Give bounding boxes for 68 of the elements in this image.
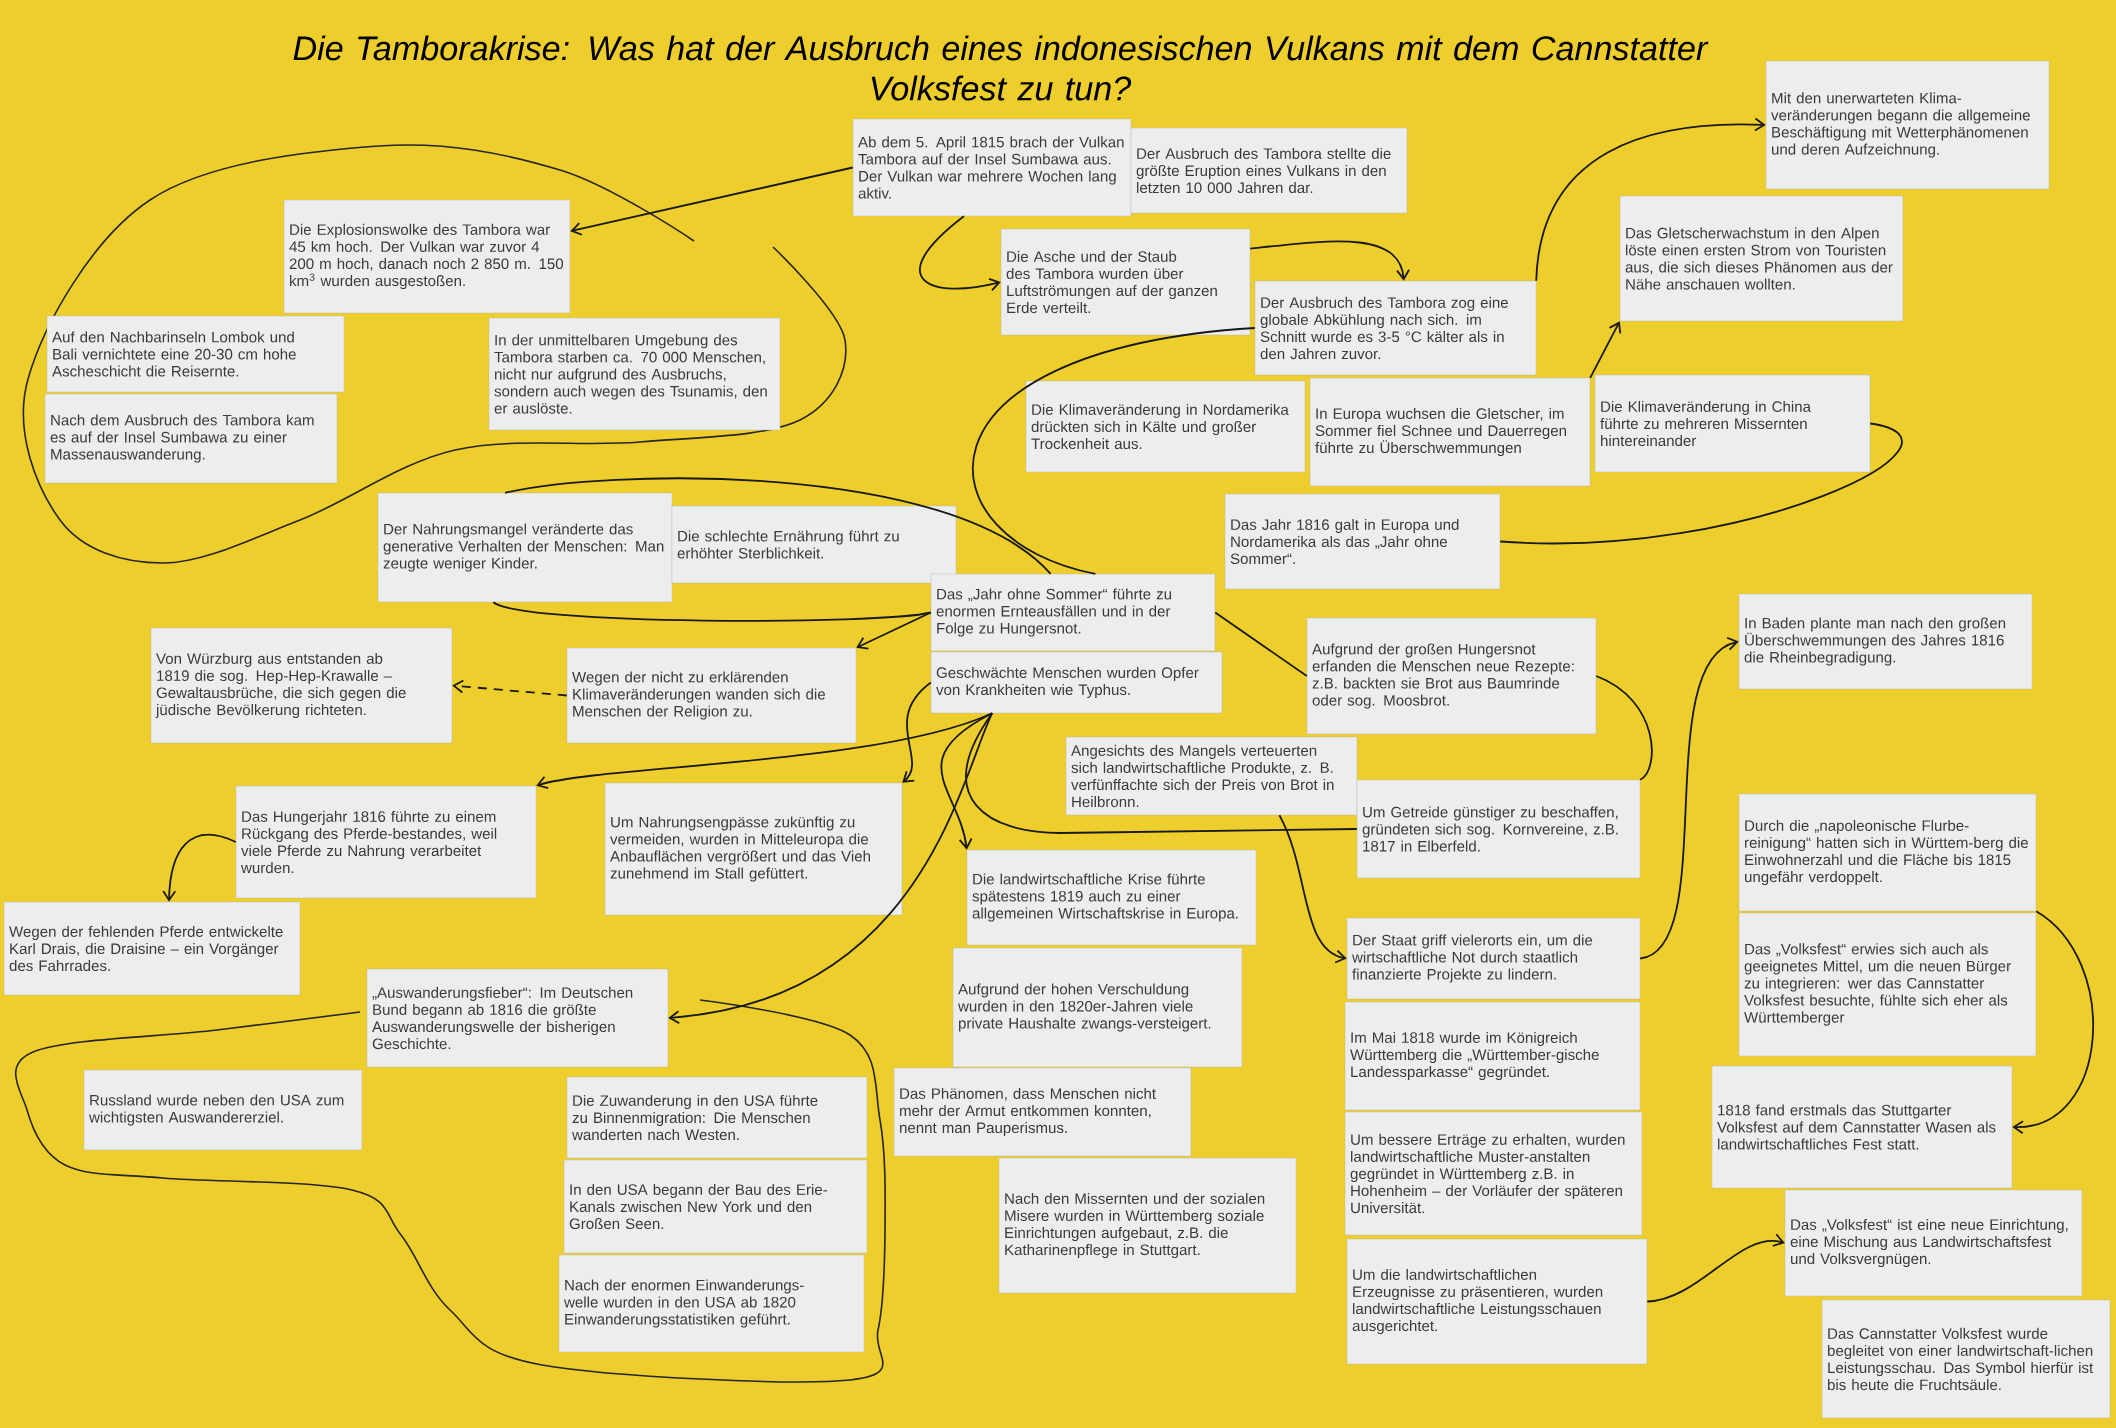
text-card: Aufgrund der großen Hungersnot erfanden die Menschen neue Rezepte: z.B. backten sie Brot aus Baumrinde oder sog. Moosbrot. (1306, 617, 1597, 735)
connector-line (965, 712, 1358, 834)
text-card: Mit den unerwarteten Klima-veränderungen begann die allgemeine Beschäftigung mit Wetterphänomenen und deren Aufzeichnung. (1765, 60, 2050, 190)
arrow (162, 833, 237, 902)
text-card: Nach den Missernten und der sozialen Misere wurden in Württemberg soziale Einrichtungen aufgebaut, z.B. die Katharinenpflege in Stuttgart. (998, 1157, 1297, 1294)
text-card: Das Gletscherwachstum in den Alpen löste einen ersten Strom von Touristen aus, die sich dieses Phänomen aus der Nähe anschauen wollten. (1619, 195, 1904, 322)
text-card: In den USA begann der Bau des Erie-Kanals zwischen New York und den Großen Seen. (563, 1159, 868, 1254)
connector-line (492, 601, 932, 622)
text-card: Um bessere Erträge zu erhalten, wurden landwirtschaftliche Muster-anstalten gegründet in Württemberg z.B. in Hohenheim – der Vorläufer der späteren Universität. (1344, 1111, 1643, 1236)
text-card: „Auswanderungsfieber“: Im Deutschen Bund begann ab 1816 die größte Auswanderungswelle der bisherigen Geschichte. (366, 968, 669, 1068)
arrow (1589, 321, 1622, 379)
arrow (668, 712, 994, 1025)
text-card: Die Klimaveränderung in China führte zu mehreren Missernten hintereinander (1594, 374, 1871, 473)
text-card: Die Asche und der Staub des Tambora wurden über Luftströmungen auf der ganzen Erde verteilt. (1000, 228, 1251, 336)
text-card: Der Ausbruch des Tambora zog eine globale Abkühlung nach sich. im Schnitt wurde es 3-5 °C kälter als in den Jahren zuvor. (1254, 280, 1537, 376)
arrow (856, 611, 932, 650)
text-card: Die Explosionswolke des Tambora war 45 km hoch. Der Vulkan war zuvor 4 200 m hoch, danach noch 2 850 m. 150 km$^{3}$ wurden ausgestoßen. (283, 199, 571, 314)
text-card: Nach dem Ausbruch des Tambora kam es auf der Insel Sumbawa zu einer Massenauswanderung. (44, 393, 338, 484)
text-card: In Baden plante man nach den großen Überschwemmungen des Jahres 1816 die Rheinbegradigung. (1738, 593, 2033, 690)
text-card: Durch die „napoleonische Flurbe-reinigung“ hatten sich in Württem-berg die Einwohnerzahl und die Fläche bis 1815 ungefähr verdoppelt. (1738, 793, 2037, 912)
text-card: Wegen der nicht zu erklärenden Klimaveränderungen wanden sich die Menschen der Religion zu. (566, 647, 857, 744)
connector-line (504, 477, 1052, 575)
arrow (1646, 1233, 1785, 1303)
text-card: Die landwirtschaftliche Krise führte spätestens 1819 auch zu einer allgemeinen Wirtschaftskrise in Europa. (966, 849, 1257, 946)
text-card: In der unmittelbaren Umgebung des Tambora starben ca. 70 000 Menschen, nicht nur aufgrund des Ausbruchs, sondern auch wegen des Tsunamis, den er auslöste. (488, 317, 781, 431)
text-card: Geschwächte Menschen wurden Opfer von Krankheiten wie Typhus. (930, 651, 1223, 714)
text-card: 1818 fand erstmals das Stuttgarter Volksfest auf dem Cannstatter Wasen als landwirtschaftliches Fest statt. (1711, 1065, 2013, 1189)
connector-line (1214, 611, 1308, 677)
text-card: Das „Jahr ohne Sommer“ führte zu enormen Ernteausfällen und in der Folge zu Hungersnot. (930, 573, 1216, 652)
arrow (1639, 636, 1739, 960)
text-card: Nach der enormen Einwanderungs-welle wurden in den USA ab 1820 Einwanderungsstatistiken geführt. (558, 1254, 865, 1353)
text-card: Das „Volksfest“ erwies sich auch als geeignetes Mittel, um die neuen Bürger zu integrieren: wer das Cannstatter Volksfest besuchte, fühlte sich eher als Württemberger (1738, 912, 2037, 1057)
text-card: Der Ausbruch des Tambora stellte die größte Eruption eines Vulkans in den letzten 10 000 Jahren dar. (1130, 127, 1408, 214)
text-card: Das „Volksfest“ ist eine neue Einrichtung, eine Mischung aus Landwirtschaftsfest und Volksvergnügen. (1784, 1189, 2083, 1297)
text-card: Im Mai 1818 wurde im Königreich Württemberg die „Württember-gische Landessparkasse“ gegründet. (1344, 1001, 1641, 1111)
text-card: Wegen der fehlenden Pferde entwickelte Karl Drais, die Draisine – ein Vorgänger des Fahrrades. (3, 901, 301, 996)
connector-line (1595, 675, 1653, 781)
text-card: Das Hungerjahr 1816 führte zu einem Rückgang des Pferde-bestandes, weil viele Pferde zu Nahrung verarbeitet wurden. (235, 785, 537, 899)
connector-line (972, 327, 1256, 575)
text-card: Um Getreide günstiger zu beschaffen, gründeten sich sog. Kornvereine, z.B. 1817 in Elberfeld. (1356, 779, 1641, 879)
text-card: Der Nahrungsmangel veränderte das generative Verhalten der Menschen: Man zeugte weniger Kinder. (377, 492, 673, 603)
connector-line (1499, 422, 1903, 545)
arrow (1535, 117, 1766, 282)
arrow (2012, 910, 2094, 1135)
text-card: Die Zuwanderung in den USA führte zu Binnenmigration: Die Menschen wanderten nach Westen. (566, 1076, 868, 1159)
arrow (919, 215, 1001, 292)
arrow (1278, 814, 1347, 964)
text-card: Das Jahr 1816 galt in Europa und Nordamerika als das „Jahr ohne Sommer“. (1224, 493, 1501, 590)
text-card: Um die landwirtschaftlichen Erzeugnisse zu präsentieren, wurden landwirtschaftliche Leistungsschauen ausgerichtet. (1346, 1238, 1648, 1365)
arrow (536, 712, 994, 790)
text-card: Ab dem 5. April 1815 brach der Vulkan Tambora auf der Insel Sumbawa aus. Der Vulkan war mehrere Wochen lang aktiv. (852, 118, 1132, 217)
text-card: Das Cannstatter Volksfest wurde begleitet von einer landwirtschaft-lichen Leistungsschau. Das Symbol hierfür ist bis heute die Fruchtsäule. (1821, 1299, 2111, 1419)
text-card: Die Klimaveränderung in Nordamerika drückten sich in Kälte und großer Trockenheit aus. (1025, 380, 1306, 473)
arrow (452, 679, 568, 697)
text-card: Aufgrund der hohen Verschuldung wurden in den 1820er-Jahren viele private Haushalte zwangs-versteigert. (952, 947, 1243, 1068)
text-card: Angesichts des Mangels verteuerten sich landwirtschaftliche Produkte, z. B. verfünffachte sich der Preis von Brot in Heilbronn. (1065, 736, 1358, 816)
text-card: Von Würzburg aus entstanden ab 1819 die sog. Hep-Hep-Krawalle – Gewaltausbrüche, die sich gegen die jüdische Bevölkerung richteten. (150, 627, 453, 744)
text-card: In Europa wuchsen die Gletscher, im Sommer fiel Schnee und Dauerregen führte zu Überschwemmungen (1309, 377, 1591, 487)
text-card: Auf den Nachbarinseln Lombok und Bali vernichtete eine 20-30 cm hohe Ascheschicht die Reisernte. (46, 315, 345, 393)
arrow (1249, 240, 1410, 281)
text-card: Die schlechte Ernährung führt zu erhöhter Sterblichkeit. (671, 505, 957, 584)
text-card: Um Nahrungsengpässe zukünftig zu vermeiden, wurden in Mitteleuropa die Anbauflächen vergrößert und das Vieh zunehmend im Stall gefüttert. (604, 782, 903, 916)
arrow (902, 681, 932, 783)
title: Die Tamborakrise: Was hat der Ausbruch eines indonesischen Vulkans mit dem Cannstatter Volksfest zu tun? (293, 35, 1709, 101)
arrow (570, 166, 854, 236)
text-card: Der Staat griff vielerorts ein, um die wirtschaftliche Not durch staatlich finanzierte Projekte zu lindern. (1346, 917, 1641, 1000)
text-card: Das Phänomen, dass Menschen nicht mehr der Armut entkommen konnten, nennt man Pauperismus. (893, 1067, 1192, 1157)
text-card: Russland wurde neben den USA zum wichtigsten Auswandererziel. (83, 1069, 363, 1151)
